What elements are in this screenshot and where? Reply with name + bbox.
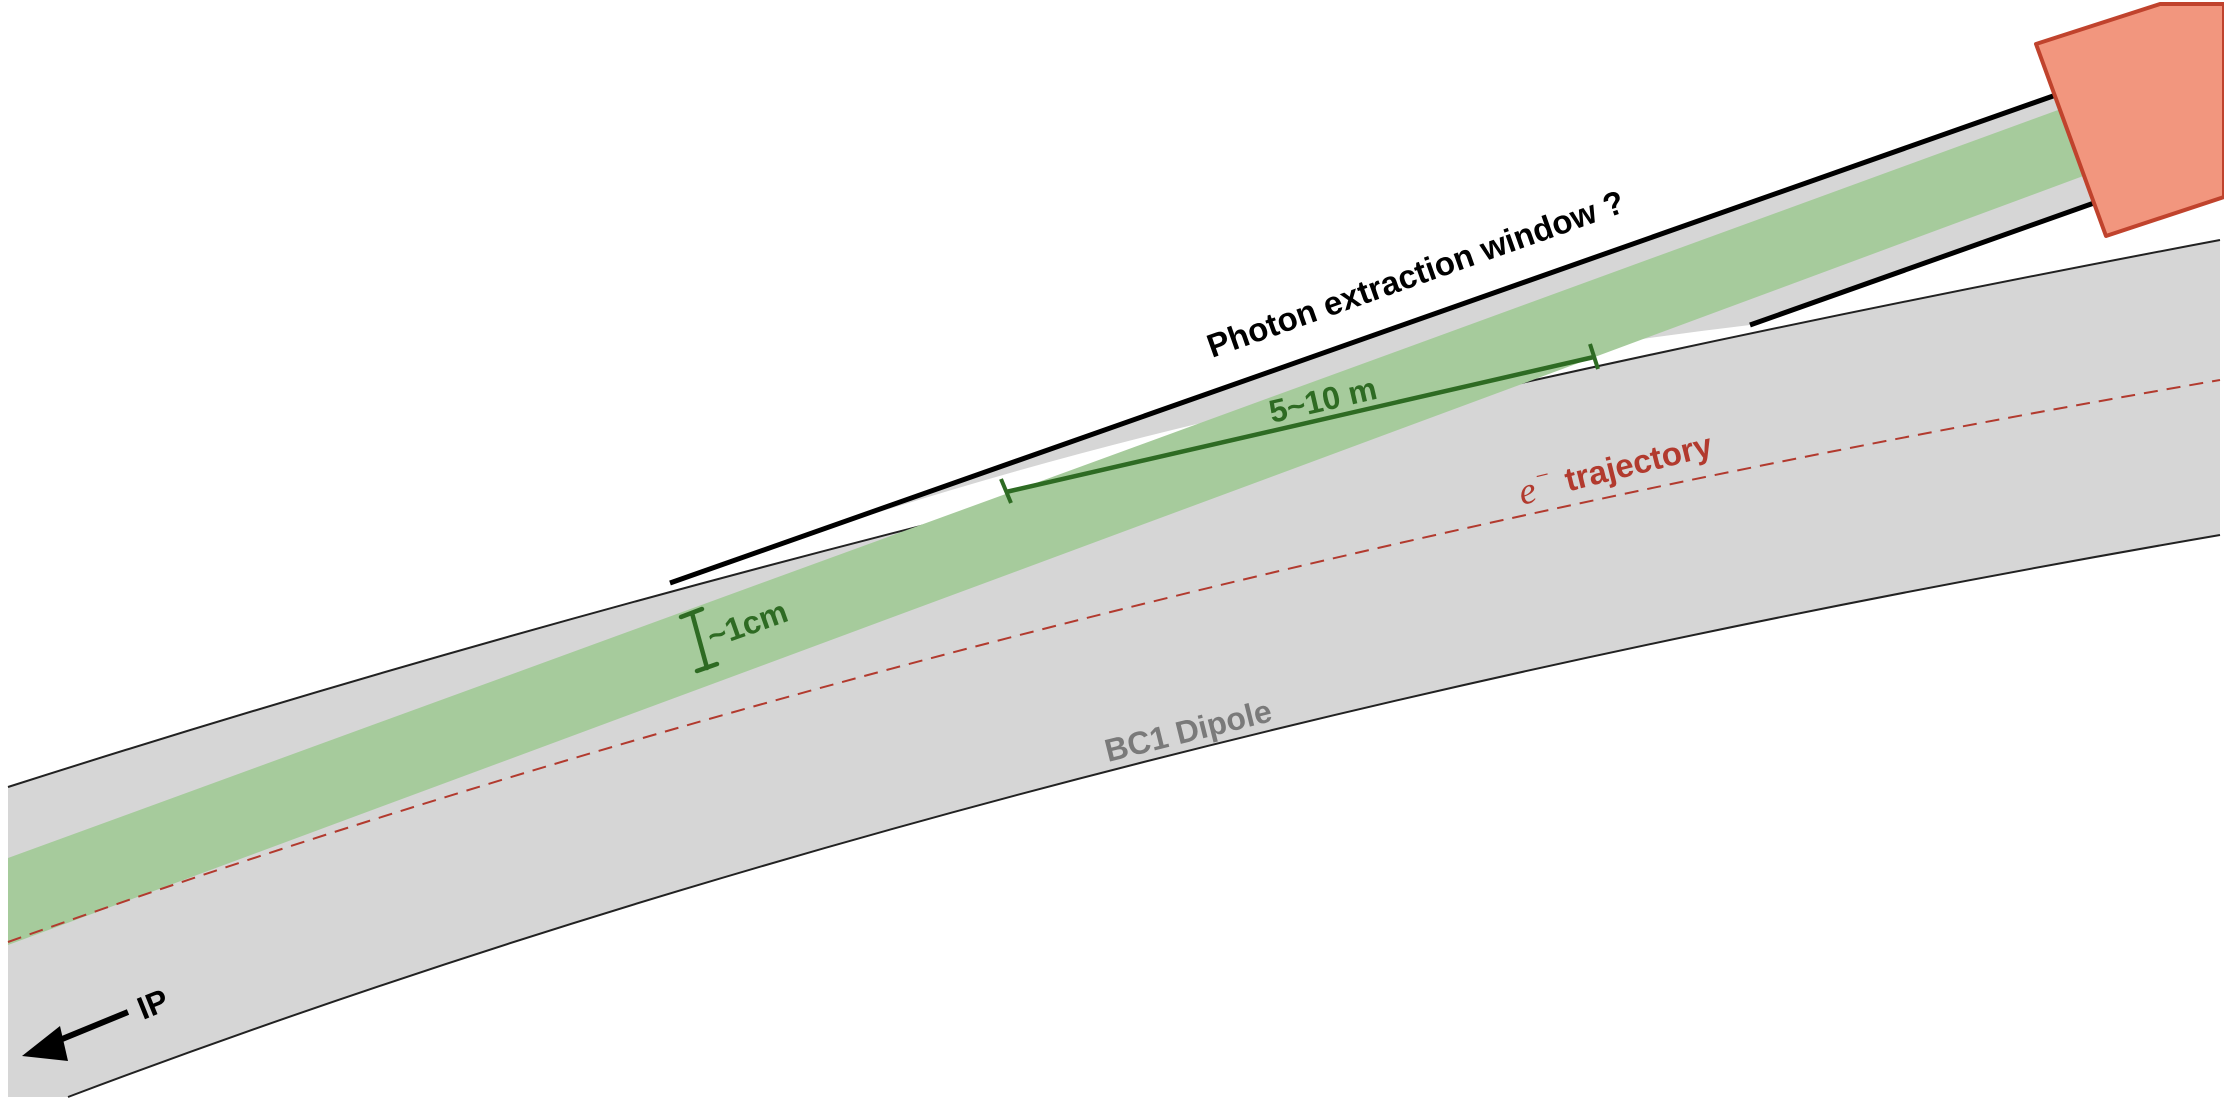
ip-direction-arrow-icon: [22, 1009, 130, 1061]
length-measure-end-tick: [1588, 343, 1600, 370]
photon-beam: [8, 102, 2094, 945]
length-measure-start-tick: [999, 478, 1013, 504]
extraction-window-upper-wall: [669, 80, 2091, 586]
length-measure-line: [1005, 354, 1595, 495]
extraction-window-lower-wall: [1749, 200, 2095, 328]
electron-trajectory-line: [7, 379, 2221, 943]
bc1-dipole-body: [8, 240, 2220, 1097]
width-marker-icon: [678, 606, 720, 674]
electron-charge-superscript: −: [1533, 462, 1552, 491]
downstream-block: [2034, 2, 2224, 238]
dipole-lower-edge: [67, 534, 2221, 1098]
